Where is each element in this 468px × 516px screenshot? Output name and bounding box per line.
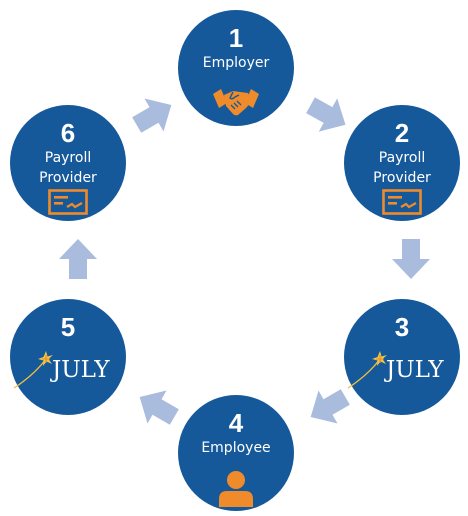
person-icon (219, 471, 253, 507)
july-logo: JULY (12, 345, 112, 395)
step-label-line: Employer (202, 55, 270, 71)
firework-icon (13, 351, 53, 389)
firework-icon (347, 351, 387, 389)
step-label-line: Provider (39, 170, 97, 186)
july-logo: JULY (346, 345, 446, 395)
step-number: 6 (60, 118, 76, 148)
flow-arrow-5 (59, 239, 97, 279)
step-number: 1 (228, 23, 244, 53)
handshake-icon (213, 89, 259, 116)
check-icon (48, 189, 88, 215)
july-logo-text: JULY (386, 357, 444, 383)
step-label-line: Provider (373, 170, 431, 186)
step-number: 5 (60, 312, 76, 342)
july-logo-text: JULY (52, 357, 110, 383)
step-number: 4 (228, 408, 244, 438)
step-label-line: Employee (201, 440, 271, 456)
flow-arrow-4 (139, 390, 179, 425)
flow-arrow-6 (132, 98, 172, 133)
check-icon (382, 189, 422, 215)
flow-arrow-1 (306, 97, 346, 132)
step-label-line: Payroll (44, 150, 92, 166)
step-label-line: Payroll (378, 150, 426, 166)
flow-arrow-2 (392, 239, 430, 279)
step-number: 3 (394, 312, 410, 342)
step-number: 2 (394, 118, 410, 148)
flow-arrow-3 (310, 389, 350, 424)
